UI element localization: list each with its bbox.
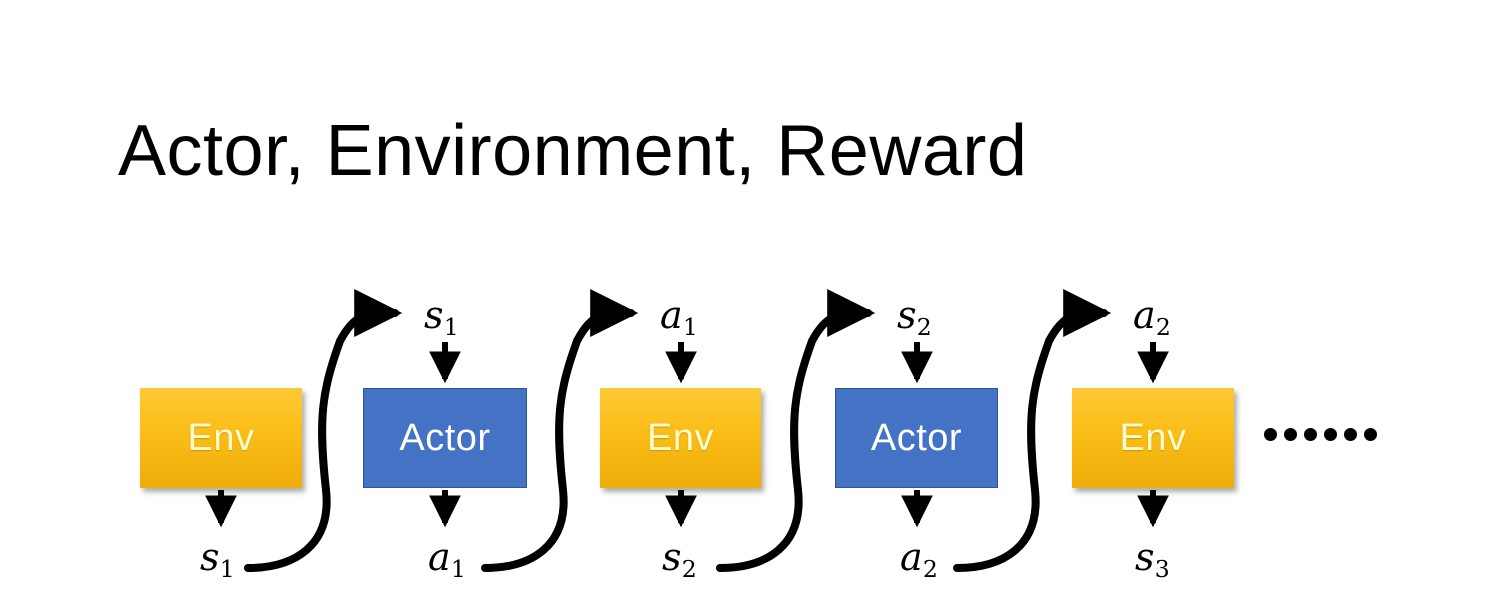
math-label-top-s1: s1 xyxy=(424,293,459,339)
math-subscript: 2 xyxy=(681,555,697,584)
block-label: Env xyxy=(187,417,255,459)
ellipsis-dot xyxy=(1364,428,1377,441)
math-subscript: 3 xyxy=(1154,555,1170,584)
block-env2: Env xyxy=(600,388,761,488)
block-label: Env xyxy=(1119,417,1187,459)
math-symbol: s xyxy=(424,293,444,337)
math-label-bot-a2: a2 xyxy=(900,535,938,581)
math-symbol: a xyxy=(428,535,451,579)
math-symbol: s xyxy=(1135,535,1155,579)
math-subscript: 1 xyxy=(682,313,698,342)
ellipsis-dot xyxy=(1284,428,1297,441)
math-label-bot-s3: s3 xyxy=(1135,535,1170,581)
math-label-top-s2: s2 xyxy=(897,293,932,339)
ellipsis-dot xyxy=(1344,428,1357,441)
block-actor2: Actor xyxy=(835,388,998,488)
ellipsis-dot xyxy=(1264,428,1277,441)
math-subscript: 1 xyxy=(219,555,235,584)
math-subscript: 2 xyxy=(916,313,932,342)
ellipsis-dot xyxy=(1324,428,1337,441)
math-subscript: 1 xyxy=(450,555,466,584)
arrows-into-blocks xyxy=(429,342,1169,384)
page-title: Actor, Environment, Reward xyxy=(118,111,1028,191)
math-subscript: 1 xyxy=(443,313,459,342)
math-symbol: a xyxy=(660,293,683,337)
ellipsis-dot xyxy=(1304,428,1317,441)
math-label-top-a2: a2 xyxy=(1133,293,1171,339)
math-label-bot-s1: s1 xyxy=(200,535,235,581)
block-label: Actor xyxy=(399,417,491,459)
block-env1: Env xyxy=(140,388,302,488)
block-label: Actor xyxy=(870,417,963,459)
math-subscript: 2 xyxy=(922,555,938,584)
block-env3: Env xyxy=(1072,388,1234,488)
arrows-out-of-blocks xyxy=(205,490,1169,528)
math-label-bot-a1: a1 xyxy=(428,535,466,581)
math-symbol: s xyxy=(662,535,682,579)
math-symbol: a xyxy=(900,535,923,579)
math-label-bot-s2: s2 xyxy=(662,535,697,581)
math-symbol: s xyxy=(200,535,220,579)
math-label-top-a1: a1 xyxy=(660,293,698,339)
block-label: Env xyxy=(647,417,714,459)
block-actor1: Actor xyxy=(363,388,527,488)
math-subscript: 2 xyxy=(1155,313,1171,342)
math-symbol: s xyxy=(897,293,917,337)
continuation-ellipsis-icon xyxy=(1264,428,1377,441)
math-symbol: a xyxy=(1133,293,1156,337)
